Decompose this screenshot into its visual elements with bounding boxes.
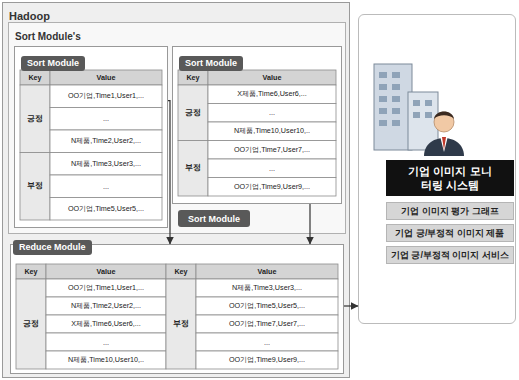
sort-module-tab: Sort Module (178, 210, 250, 227)
table-header: Value (196, 264, 338, 279)
box-label: 기업 긍/부정적 이미지 서비스 (391, 249, 509, 262)
table-cell-text: N제품,Time10,User10,.. (208, 122, 336, 141)
table-cell (50, 85, 162, 108)
table-cell (16, 264, 46, 279)
table-cell (208, 122, 336, 141)
table-cell (208, 178, 336, 197)
sentiment-key: 긍정 (20, 85, 50, 153)
table-header: Key (16, 264, 46, 279)
table-cell-text: N제품,Time2,User2,... (46, 297, 166, 315)
table-cell-text: N제품,Time2,User2,... (50, 130, 162, 153)
table-cell-text: ... (208, 104, 336, 123)
table-cell (208, 104, 336, 123)
feature-item: 기업 긍/부정적 이미지 제품 (386, 224, 514, 242)
table-cell-text: ... (50, 175, 162, 198)
table-cell (20, 153, 50, 221)
table-cell-text: OO기업,Time9,User9,... (196, 351, 338, 369)
table-header: Key (166, 264, 196, 279)
table-cell-text: OO기업,Time1,User1,... (50, 85, 162, 108)
sort-module-box: Sort Module (172, 46, 342, 204)
table-header: Value (46, 264, 166, 279)
table-cell (166, 279, 196, 369)
table-cell-text: OO기업,Time9,User9,... (208, 178, 336, 197)
sentiment-key: 부정 (166, 279, 196, 369)
table-cell (20, 85, 50, 153)
table-cell (46, 279, 166, 297)
table-cell (50, 108, 162, 131)
table-cell (208, 141, 336, 160)
module-tab-label: Sort Module (21, 56, 85, 71)
table-cell-text: N제품,Time10,User10,.. (46, 351, 166, 369)
table-cell (50, 153, 162, 176)
table-header: Key (178, 70, 208, 85)
sentiment-key: 긍정 (178, 85, 208, 141)
table-cell-text: OO기업,Time7,User7,... (208, 141, 336, 160)
table-cell (46, 315, 166, 333)
table-cell (50, 130, 162, 153)
table-cell-text: ... (208, 159, 336, 178)
table-cell-text: OO기업,Time7,User7,... (196, 315, 338, 333)
table-cell-text: ... (196, 333, 338, 351)
feature-item: 기업 이미지 평가 그래프 (386, 202, 514, 220)
table-cell (208, 85, 336, 104)
table-cell (178, 70, 208, 85)
frame-heading: Sort Module's (15, 31, 81, 42)
box-label: Sort Module (188, 214, 240, 224)
system-title: 기업 이미지 모니터링 시스템 (386, 160, 514, 196)
table-cell-text: OO기업,Time5,User5,... (50, 198, 162, 221)
box-label: 기업 긍/부정적 이미지 제품 (395, 227, 504, 240)
table-cell (196, 351, 338, 369)
monitoring-system-panel: 기업 이미지 평가 그래프기업 긍/부정적 이미지 제품기업 긍/부정적 이미지… (358, 14, 516, 324)
table-cell (166, 264, 196, 279)
table-cell (178, 141, 208, 197)
table-cell-text: X제품,Time6,User6,... (208, 85, 336, 104)
table-cell (46, 297, 166, 315)
table-cell-text: OO기업,Time5,User5,... (196, 297, 338, 315)
table-cell (196, 297, 338, 315)
table-cell (196, 315, 338, 333)
table-cell (196, 264, 338, 279)
table-cell (208, 159, 336, 178)
table-cell-text: OO기업,Time1,User1,... (46, 279, 166, 297)
box-label: 기업 이미지 평가 그래프 (401, 205, 499, 218)
table-cell (46, 351, 166, 369)
table-cell (16, 279, 46, 369)
table-cell (50, 198, 162, 221)
table-cell-text: ... (50, 108, 162, 131)
table-cell (46, 333, 166, 351)
table-cell (20, 70, 50, 85)
table-cell (208, 70, 336, 85)
module-tab-label: Sort Module (179, 56, 243, 71)
table-cell (50, 70, 162, 85)
table-header: Key (20, 70, 50, 85)
feature-item: 기업 긍/부정적 이미지 서비스 (386, 246, 514, 264)
table-cell (196, 279, 338, 297)
sentiment-key: 부정 (20, 153, 50, 221)
table-header: Value (208, 70, 336, 85)
table-cell-text: N제품,Time3,User3,... (50, 153, 162, 176)
table-cell-text: X제품,Time6,User6,... (46, 315, 166, 333)
sentiment-key: 긍정 (16, 279, 46, 369)
table-cell-text: ... (46, 333, 166, 351)
table-cell (50, 175, 162, 198)
module-tab-label: Reduce Module (13, 240, 92, 255)
table-cell-text: N제품,Time3,User3,... (196, 279, 338, 297)
table-cell (178, 85, 208, 141)
table-cell (46, 264, 166, 279)
table-cell (196, 333, 338, 351)
frame-heading: Hadoop (9, 10, 50, 22)
table-header: Value (50, 70, 162, 85)
sentiment-key: 부정 (178, 141, 208, 197)
